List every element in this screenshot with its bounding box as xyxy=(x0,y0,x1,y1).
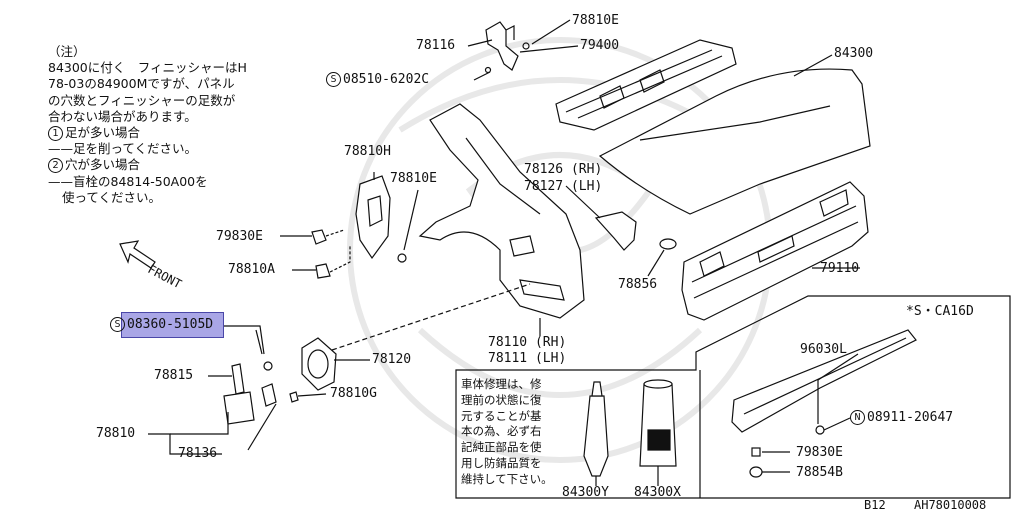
note-line-4: 合わない場合があります。 xyxy=(48,108,197,124)
label-08360-text: 08360-5105D xyxy=(127,317,214,332)
label-78810h[interactable]: 78810H xyxy=(344,144,391,159)
note-case-2-title: 穴が多い場合 xyxy=(65,157,141,173)
bracket-78810h-drawing xyxy=(355,175,407,263)
repair-line-7: 維持して下さい。 xyxy=(461,471,553,486)
filler-housing-78120-drawing xyxy=(301,283,531,391)
note-line-2: 78-03の84900Mですが、パネル xyxy=(48,76,235,92)
label-84300y[interactable]: 84300Y xyxy=(562,485,609,500)
label-84300x[interactable]: 84300X xyxy=(634,485,681,500)
label-79400[interactable]: 79400 xyxy=(580,38,620,53)
rear-panel-79110-drawing xyxy=(681,181,869,321)
label-78856[interactable]: 78856 xyxy=(618,277,658,292)
spray-can-drawing xyxy=(639,379,677,486)
label-78810g[interactable]: 78810G xyxy=(330,386,377,401)
label-78116[interactable]: 78116 xyxy=(416,38,456,53)
note-case-2-action-2: 使ってください。 xyxy=(62,189,162,205)
label-78854b[interactable]: 78854B xyxy=(796,465,843,480)
quarter-panel-78110-drawing xyxy=(418,103,585,319)
label-08911-text: 08911-20647 xyxy=(867,410,954,425)
bracket-78126-drawing xyxy=(594,211,637,251)
screw-symbol-icon: S xyxy=(110,317,125,332)
label-78111[interactable]: 78111 (LH) xyxy=(488,351,567,366)
note-title: （注） xyxy=(48,44,86,59)
leader-lines xyxy=(148,19,860,455)
note-case-2-action-1: ——盲栓の84814-50A00を xyxy=(48,173,208,189)
bracket-78116-drawing xyxy=(484,21,530,74)
label-78810e-top[interactable]: 78810E xyxy=(572,13,619,28)
repair-line-4: 本の為、必ず右 xyxy=(461,424,542,439)
note-case-1-action: ——足を削ってください。 xyxy=(48,141,198,157)
label-78136[interactable]: 78136 xyxy=(178,446,218,461)
label-78810[interactable]: 78810 xyxy=(96,426,136,441)
repair-instructions: 車体修理は、修 理前の状態に復 元することが基 本の為、必ず右 記純正部品を使 … xyxy=(461,377,573,488)
circle-number-1: 1 xyxy=(48,126,63,142)
label-78815[interactable]: 78815 xyxy=(154,368,194,383)
footer-code: AH78010008 xyxy=(914,498,987,512)
sealer-tube-drawing xyxy=(583,381,609,486)
label-84300[interactable]: 84300 xyxy=(834,46,874,61)
footer-page: B12 xyxy=(864,498,886,512)
repair-line-3: 元することが基 xyxy=(461,408,542,423)
panel-79400-drawing xyxy=(555,39,737,131)
label-96030l[interactable]: 96030L xyxy=(800,342,847,357)
grommet-78856-drawing xyxy=(659,238,677,250)
nut-symbol-icon: N xyxy=(850,410,865,425)
label-78120[interactable]: 78120 xyxy=(372,352,412,367)
label-78110[interactable]: 78110 (RH) xyxy=(488,335,567,350)
clip-78810a-drawing xyxy=(315,246,351,279)
part-highlight-08360[interactable] xyxy=(121,312,224,338)
note-line-3: の穴数とフィニッシャーの足数が xyxy=(48,92,236,108)
label-79110[interactable]: 79110 xyxy=(820,261,860,276)
parts-note: （注） 84300に付く フィニッシャーはH 78-03の84900Mですが、パ… xyxy=(48,44,247,206)
front-arrow xyxy=(119,240,156,269)
filler-lid-78810-drawing xyxy=(223,329,299,451)
note-case-1-title: 足が多い場合 xyxy=(65,125,141,141)
label-78810a[interactable]: 78810A xyxy=(228,262,275,277)
label-78810e-mid[interactable]: 78810E xyxy=(390,171,437,186)
clip-79830e-drawing xyxy=(311,229,345,245)
screw-symbol-icon: S xyxy=(326,72,341,87)
label-08510-text: 08510-6202C xyxy=(343,72,430,87)
repair-line-6: 用し防錆品質を xyxy=(461,455,542,470)
trunk-lid-84300-drawing xyxy=(598,68,871,215)
spoiler-96030l-drawing xyxy=(731,329,917,478)
circle-number-2: 2 xyxy=(48,158,63,174)
label-spoiler-note: *S・CA16D xyxy=(906,304,974,319)
note-line-1: 84300に付く フィニッシャーはH xyxy=(48,60,247,76)
repair-line-1: 車体修理は、修 xyxy=(461,377,542,391)
repair-line-2: 理前の状態に復 xyxy=(461,392,542,407)
label-79830e-right[interactable]: 79830E xyxy=(796,445,843,460)
label-79830e-left[interactable]: 79830E xyxy=(216,229,263,244)
spoiler-group-box xyxy=(455,295,1011,499)
label-78126[interactable]: 78126 (RH) xyxy=(524,162,603,177)
label-78127[interactable]: 78127 (LH) xyxy=(524,179,603,194)
repair-line-5: 記純正部品を使 xyxy=(461,440,542,455)
